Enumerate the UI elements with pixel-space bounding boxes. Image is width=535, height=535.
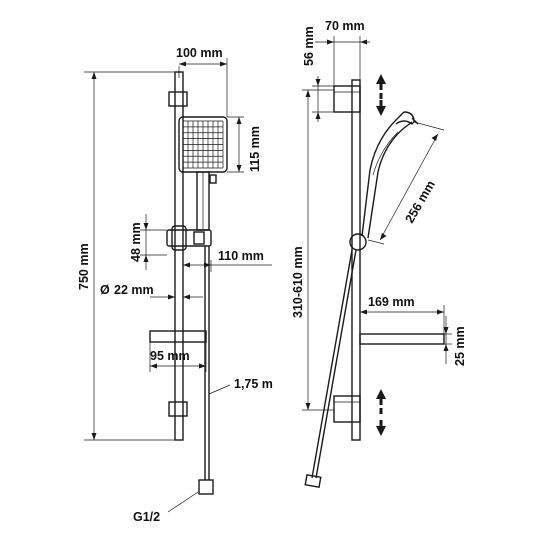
dim-25: 25 mm (443, 316, 467, 366)
diameter-symbol: Ø (100, 283, 110, 297)
dim-256: 256 mm (367, 121, 445, 245)
rail-side (351, 79, 361, 441)
dim-110: 110 mm (183, 249, 272, 272)
dim-thread: G1/2 (133, 491, 199, 524)
dim-310-610: 310-610 mm (291, 89, 334, 411)
front-view: 100 mm 115 mm 750 mm 48 mm (77, 46, 273, 524)
hose-side (304, 249, 357, 488)
soap-dish-side (359, 333, 445, 345)
label-256: 256 mm (402, 178, 437, 225)
label-22: 22 mm (114, 283, 154, 297)
label-110: 110 mm (218, 249, 264, 263)
side-view: 70 mm 56 mm 256 mm 310-610 mm (291, 19, 467, 488)
dim-22: Ø 22 mm (100, 283, 203, 300)
dim-100: 100 mm (176, 46, 228, 117)
dim-56: 56 mm (302, 26, 334, 122)
label-95: 95 mm (150, 349, 190, 363)
label-thread: G1/2 (133, 510, 160, 524)
label-750: 750 mm (77, 243, 91, 290)
label-hose: 1,75 m (234, 377, 273, 391)
adjust-arrows-top (376, 74, 386, 116)
label-25: 25 mm (453, 326, 467, 366)
label-56: 56 mm (302, 26, 316, 66)
label-169: 169 mm (368, 295, 415, 309)
top-bracket-front (168, 91, 188, 107)
dim-169: 169 mm (360, 295, 445, 334)
soap-dish-front (149, 330, 207, 343)
slider-holder-front (166, 225, 212, 251)
slider-ball-side (349, 233, 367, 251)
hand-shower-side (361, 111, 419, 239)
label-48: 48 mm (129, 222, 143, 262)
bottom-bracket-front (168, 401, 188, 417)
label-310-610: 310-610 mm (291, 246, 305, 318)
dim-hose: 1,75 m (208, 377, 273, 395)
hand-shower-front (178, 116, 228, 231)
label-70: 70 mm (325, 19, 365, 33)
adjust-arrows-bottom (376, 389, 386, 436)
dim-95: 95 mm (149, 342, 207, 372)
hose-front (198, 246, 214, 495)
nozzle-grid (182, 120, 224, 169)
label-100: 100 mm (176, 46, 223, 60)
top-bracket-side (333, 85, 361, 113)
bottom-bracket-side (333, 395, 361, 423)
label-115: 115 mm (248, 126, 262, 172)
dim-48: 48 mm (129, 214, 167, 270)
dim-70: 70 mm (315, 19, 370, 86)
dim-115: 115 mm (227, 116, 262, 173)
dim-750: 750 mm (77, 71, 175, 441)
